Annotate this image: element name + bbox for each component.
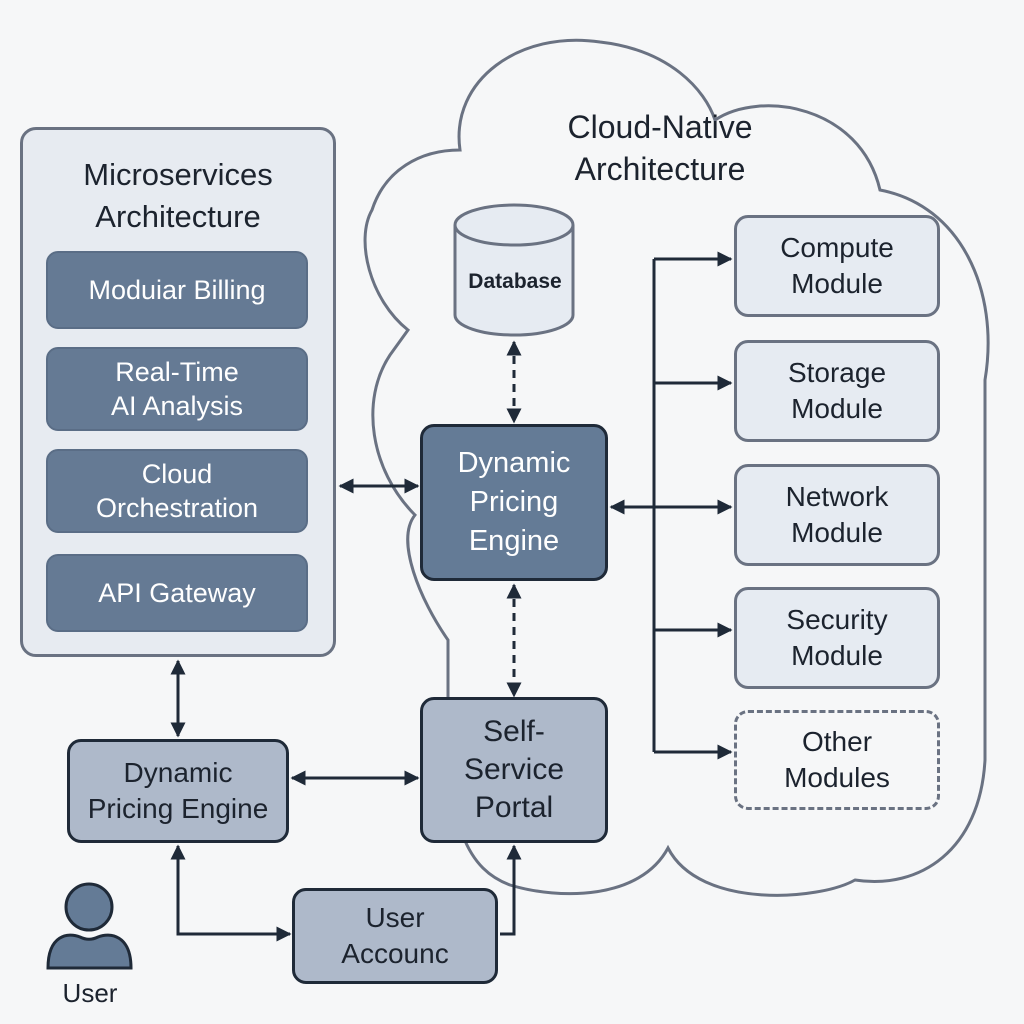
service-label: Real-Time <box>115 357 239 387</box>
service-cloud-orchestration[interactable]: Cloud Orchestration <box>46 449 308 533</box>
module-other[interactable]: Other Modules <box>734 710 940 810</box>
module-label: Module <box>791 517 883 548</box>
module-label: Storage <box>787 357 887 388</box>
arrow-account-portal <box>500 844 522 936</box>
self-service-portal[interactable]: Self- Service Portal <box>420 697 608 843</box>
module-label: Module <box>791 640 883 671</box>
cloud-title-line2: Architecture <box>574 151 746 187</box>
node-label: Portal <box>474 791 554 824</box>
module-label: Other <box>801 726 873 757</box>
cloud-title-line1: Cloud-Native <box>567 109 753 145</box>
module-label: Security <box>786 604 888 635</box>
module-label: Compute <box>780 232 894 263</box>
node-label: Accounc <box>341 938 449 969</box>
database-cylinder-icon <box>453 203 575 337</box>
user-label: User <box>62 978 118 1008</box>
module-storage[interactable]: Storage Module <box>734 340 940 442</box>
node-label: Dynamic <box>123 757 233 788</box>
node-label: Dynamic <box>457 447 571 479</box>
cloud-native-title: Cloud-Native Architecture <box>520 106 800 190</box>
service-label: Orchestration <box>95 493 259 523</box>
dynamic-pricing-engine-main[interactable]: Dynamic Pricing Engine <box>420 424 608 581</box>
service-label: Cloud <box>141 459 213 489</box>
service-modular-billing[interactable]: Moduiar Billing <box>46 251 308 329</box>
service-label: API Gateway <box>98 578 256 608</box>
microservices-title-line2: Architecture <box>95 199 261 234</box>
service-api-gateway[interactable]: API Gateway <box>46 554 308 632</box>
node-label: Pricing Engine <box>87 793 269 824</box>
service-label: Moduiar Billing <box>88 275 266 305</box>
service-real-time-ai-analysis[interactable]: Real-Time AI Analysis <box>46 347 308 431</box>
module-label: Network <box>785 481 889 512</box>
service-label: AI Analysis <box>110 391 244 421</box>
user-person-icon <box>46 882 133 970</box>
node-label: Service <box>463 753 565 786</box>
node-label: User <box>365 902 425 933</box>
module-security[interactable]: Security Module <box>734 587 940 689</box>
node-label: Pricing <box>469 486 559 518</box>
module-network[interactable]: Network Module <box>734 464 940 566</box>
module-label: Modules <box>784 762 890 793</box>
module-compute[interactable]: Compute Module <box>734 215 940 317</box>
user-account[interactable]: User Accounc <box>292 888 498 984</box>
node-label: Self- <box>483 715 545 748</box>
cloud-outline <box>363 38 990 897</box>
microservices-title-line1: Microservices <box>83 157 273 192</box>
dynamic-pricing-engine-lower[interactable]: Dynamic Pricing Engine <box>67 739 289 843</box>
arrow-account-lower-pricing <box>170 844 292 942</box>
module-label: Module <box>791 268 883 299</box>
database-label: Database <box>468 270 562 293</box>
node-label: Engine <box>468 525 560 557</box>
module-label: Module <box>791 393 883 424</box>
